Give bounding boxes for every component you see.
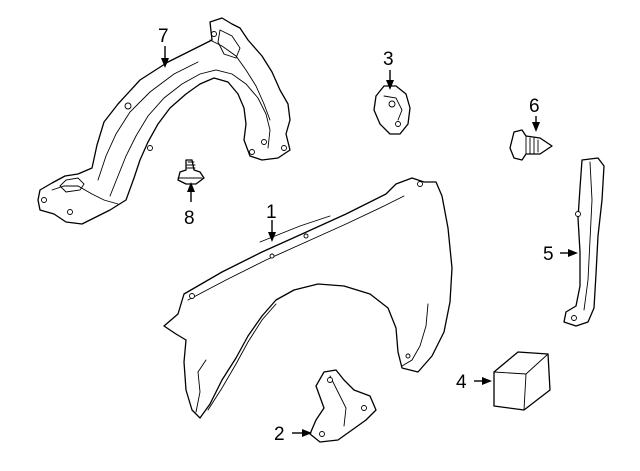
callout-8: 8 bbox=[184, 208, 195, 229]
callout-4: 4 bbox=[456, 372, 467, 393]
callout-3: 3 bbox=[383, 49, 394, 70]
callout-2: 2 bbox=[274, 424, 285, 445]
callout-labels: 1 2 3 4 5 6 7 8 bbox=[158, 26, 554, 445]
part-6-bolt bbox=[509, 129, 553, 161]
part-3-bracket bbox=[373, 85, 411, 135]
callout-5: 5 bbox=[543, 244, 554, 265]
callout-6: 6 bbox=[529, 96, 540, 117]
callout-1: 1 bbox=[266, 202, 277, 223]
part-7-fender-liner bbox=[37, 17, 291, 225]
part-1-fender bbox=[163, 177, 453, 419]
callout-leaders bbox=[161, 46, 578, 437]
callout-7: 7 bbox=[158, 26, 169, 47]
part-8-push-clip bbox=[177, 159, 205, 185]
part-2-bracket bbox=[309, 369, 377, 443]
part-5-bracket bbox=[563, 157, 605, 327]
part-4-block bbox=[493, 351, 551, 411]
